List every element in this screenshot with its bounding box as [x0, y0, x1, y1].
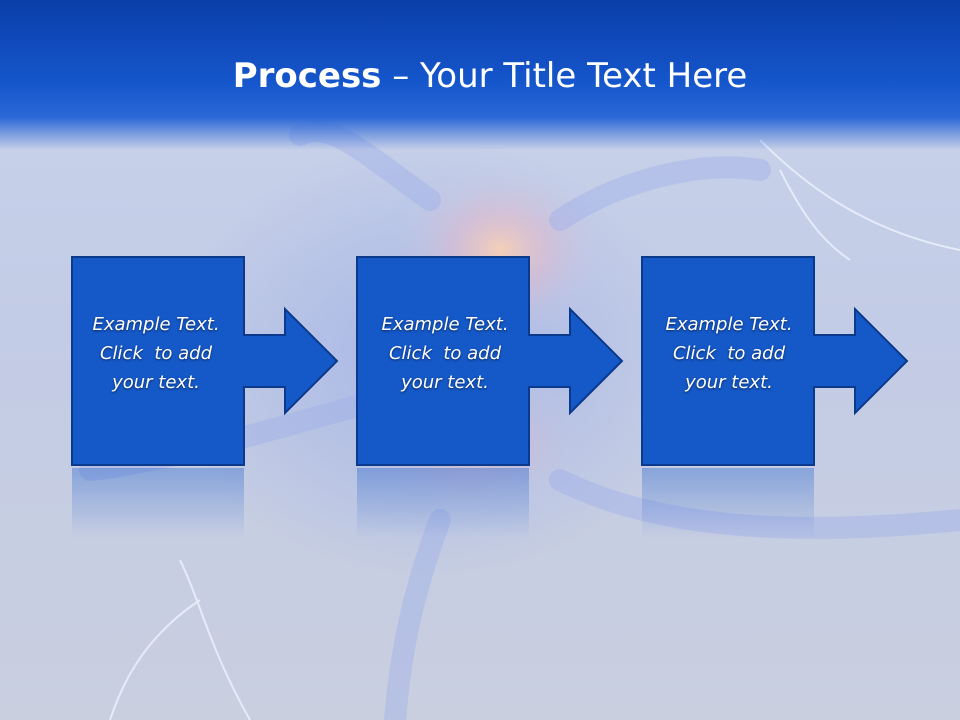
step-2-line-2: Click to add: [388, 343, 501, 364]
title-bar: [0, 0, 960, 150]
step-3-line-3: your text.: [685, 372, 773, 393]
step-1-line-1: Example Text.: [92, 314, 220, 335]
step-1-line-3: your text.: [112, 372, 200, 393]
step-2-line-3: your text.: [401, 372, 489, 393]
step-1-line-2: Click to add: [99, 343, 212, 364]
step-1-text[interactable]: Example Text. Click to add your text.: [70, 310, 242, 397]
step-3-text[interactable]: Example Text. Click to add your text.: [643, 310, 815, 397]
slide-title[interactable]: Process – Your Title Text Here: [0, 54, 960, 98]
process-step-1[interactable]: [71, 256, 339, 466]
title-rest: – Your Title Text Here: [381, 56, 748, 96]
step-3-line-1: Example Text.: [665, 314, 793, 335]
step-3-line-2: Click to add: [672, 343, 785, 364]
process-step-2[interactable]: [356, 256, 624, 466]
process-step-3[interactable]: [641, 256, 909, 466]
step-2-text[interactable]: Example Text. Click to add your text.: [359, 310, 531, 397]
title-bold: Process: [232, 56, 382, 96]
step-2-line-1: Example Text.: [381, 314, 509, 335]
